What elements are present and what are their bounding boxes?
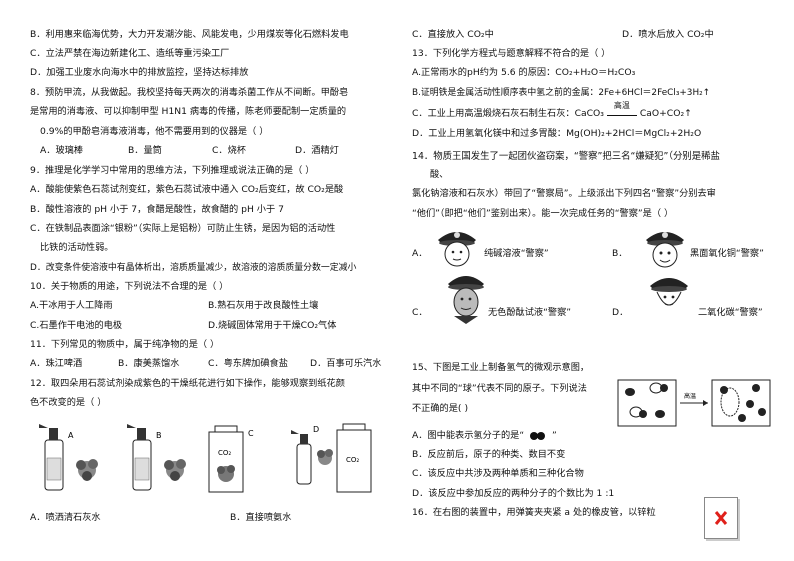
spray-bottle-b-icon	[127, 424, 152, 491]
q15-option-b: B．反应前后，原子的种类、数目不变	[412, 449, 566, 460]
q15-option-a: A．图中能表示氢分子的是“ ”	[412, 430, 557, 442]
q11-option-a: A．珠江啤酒	[30, 358, 83, 369]
q12-option-a: A．喷洒清石灰水	[30, 512, 101, 523]
q12-option-b: B．直接喷氨水	[230, 512, 292, 523]
police-a-icon	[438, 232, 476, 267]
q12-stem-line1: 12．取四朵用石蕊试剂染成紫色的干燥纸花进行如下操作，能够观察到纸花颜	[30, 378, 345, 389]
q13-option-c-products: CaO+CO₂↑	[639, 108, 692, 119]
q8-stem-line3: 0.9%的甲酚皂消毒液消毒，他不需要用到的仪器是（ ）	[40, 126, 269, 137]
fig12-label-d: D	[313, 425, 319, 434]
q11-option-b: B．康美蒸馏水	[118, 358, 180, 369]
hydrogen-molecule-icon	[530, 431, 546, 440]
q7-option-d: D．加强工业废水向海水中的排放监控，坚持达标排放	[30, 67, 249, 78]
q9-option-a: A．酸能使紫色石蕊试剂变红，紫色石蕊试液中通入 CO₂后变红，故 CO₂是酸	[30, 184, 344, 195]
q13-option-b: B.证明铁是金属活动性顺序表中氢之前的金属：2Fe+6HCl＝2FeCl₃+3H…	[412, 88, 711, 98]
police-d-icon	[650, 278, 688, 306]
q15-stem-line3: 不正确的是( )	[412, 403, 469, 414]
q15-option-a-text: A．图中能表示氢分子的是“	[412, 430, 525, 441]
q14-option-d-label: D．	[612, 307, 629, 318]
q12-option-d: D．喷水后放入 CO₂中	[622, 29, 714, 40]
q10-option-d: D.烧碱固体常用于干燥CO₂气体	[208, 320, 337, 331]
police-c-icon	[448, 276, 484, 324]
spray-bottle-d-icon	[291, 430, 312, 485]
q11-option-c: C．粤东牌加碘食盐	[208, 358, 288, 369]
q14-option-a-label: A．	[412, 248, 428, 259]
spray-bottle-a-icon	[39, 424, 64, 491]
broken-image-icon	[704, 497, 738, 539]
flower-a-icon	[76, 459, 98, 481]
q9-option-c-line2: 比铁的活动性弱。	[40, 242, 114, 253]
q11-option-d: D．百事可乐汽水	[310, 358, 382, 369]
q7-option-b: B．利用惠来临海优势，大力开发潮汐能、风能发电，少用煤炭等化石燃料发电	[30, 29, 349, 40]
q16-stem: 16．在右图的装置中，用弹簧夹夹紧 a 处的橡皮管，以锌粒	[412, 507, 656, 518]
q13-condition: 高温	[606, 101, 637, 116]
co2-jar-d-icon	[336, 423, 372, 493]
q9-option-d: D．改变条件使溶液中有晶体析出，溶质质量减少，故溶液的溶质质量分数一定减小	[30, 263, 357, 273]
q13-option-a: A.正常雨水的pH约为 5.6 的原因：CO₂+H₂O＝H₂CO₃	[412, 67, 636, 78]
q15-option-a-end: ”	[551, 430, 557, 441]
flower-d-icon	[317, 449, 333, 465]
q14-stem-line3: 氯化钠溶液和石灰水）带回了“警察局”。上级派出下列四名“警察”分别去审	[412, 188, 716, 199]
q15-reaction-diagram: 高温	[617, 379, 771, 427]
q9-option-c-line1: C．在铁制品表面涂“银粉”（实际上是铝粉）可防止生锈，是因为铝的活动性	[30, 223, 336, 234]
q14-option-b-label: B．	[612, 248, 628, 259]
q14-stem-line2: 酸、	[430, 169, 449, 180]
q13-condition-text: 高温	[613, 101, 630, 110]
close-icon	[714, 511, 728, 525]
q8-option-d: D．酒精灯	[295, 145, 339, 156]
fig12-co2-d: CO₂	[346, 456, 359, 464]
q14-stem-line4: “他们”（即把“他们”鉴别出来）。能一次完成任务的“警察”是（ ）	[412, 208, 674, 219]
q9-option-b: B．酸性溶液的 pH 小于 7，食醋是酸性，故食醋的 pH 小于 7	[30, 204, 284, 215]
q8-stem-line2: 是常用的消毒液、可以抑制甲型 H1N1 病毒的传播，陈老师要配制一定质量的	[30, 106, 347, 117]
q8-option-b: B．量筒	[128, 145, 162, 156]
q13-stem: 13．下列化学方程式与题意解释不符合的是（ ）	[412, 48, 611, 59]
q10-option-c: C.石墨作干电池的电极	[30, 320, 123, 331]
q14-stem-line1: 14．物质王国发生了一起团伙盗窃案，“警察”把三名“嫌疑犯”（分别是稀盐	[412, 151, 720, 162]
fig12-label-c: C	[248, 429, 254, 438]
q11-stem: 11．下列常见的物质中，属于纯净物的是（ ）	[30, 339, 220, 350]
q14-option-a: 纯碱溶液“警察”	[484, 248, 549, 259]
q12-figure: A B	[39, 423, 372, 493]
q13-condition-line	[606, 115, 637, 116]
q10-option-b: B.熟石灰用于改良酸性土壤	[208, 300, 319, 311]
q15-option-c: C．该反应中共涉及两种单质和三种化合物	[412, 468, 584, 479]
q15-stem-line2: 其中不同的“球”代表不同的原子。下列说法	[412, 383, 587, 394]
q13-option-c-text: C．工业上用高温煅烧石灰石制生石灰：CaCO₃	[412, 108, 604, 119]
q8-option-c: C．烧杯	[212, 145, 246, 156]
q8-stem-line1: 8．预防甲流，从我做起。我校坚持每天两次的消毒杀菌工作从不间断。甲酚皂	[30, 87, 349, 98]
q13-option-d: D．工业上用氢氧化镁中和过多胃酸：Mg(OH)₂+2HCl＝MgCl₂+2H₂O	[412, 128, 702, 139]
q13-option-c: C．工业上用高温煅烧石灰石制生石灰：CaCO₃ 高温 CaO+CO₂↑	[412, 101, 692, 120]
police-b-icon	[646, 232, 684, 268]
q14-option-c-label: C．	[412, 307, 428, 318]
q14-option-b: 黑面氧化铜“警察”	[690, 248, 764, 259]
q14-option-c: 无色酚酞试液“警察”	[488, 307, 572, 318]
flower-b-icon	[164, 459, 186, 481]
fig12-label-a: A	[68, 431, 74, 440]
q8-option-a: A．玻璃棒	[40, 145, 84, 156]
q15-arrow-label: 高温	[684, 392, 696, 400]
q14-option-d: 二氧化碳“警察”	[698, 307, 763, 318]
q15-option-d: D．该反应中参加反应的两种分子的个数比为 1 :1	[412, 488, 615, 499]
q12-stem-line2: 色不改变的是（ ）	[30, 397, 107, 408]
q10-stem: 10．关于物质的用途，下列说法不合理的是（ ）	[30, 281, 229, 292]
q12-option-c: C．直接放入 CO₂中	[412, 29, 494, 40]
fig12-co2-c: CO₂	[218, 449, 231, 457]
fig12-label-b: B	[156, 431, 162, 440]
co2-jar-c-icon	[208, 425, 244, 493]
q7-option-c: C．立法严禁在海边新建化工、造纸等重污染工厂	[30, 48, 230, 59]
q10-option-a: A.干冰用于人工降雨	[30, 300, 113, 311]
q15-stem-line1: 15、下图是工业上制备氢气的微观示意图，	[412, 362, 590, 373]
q9-stem: 9．推理是化学学习中常用的思维方法，下列推理或说法正确的是（ ）	[30, 165, 315, 176]
